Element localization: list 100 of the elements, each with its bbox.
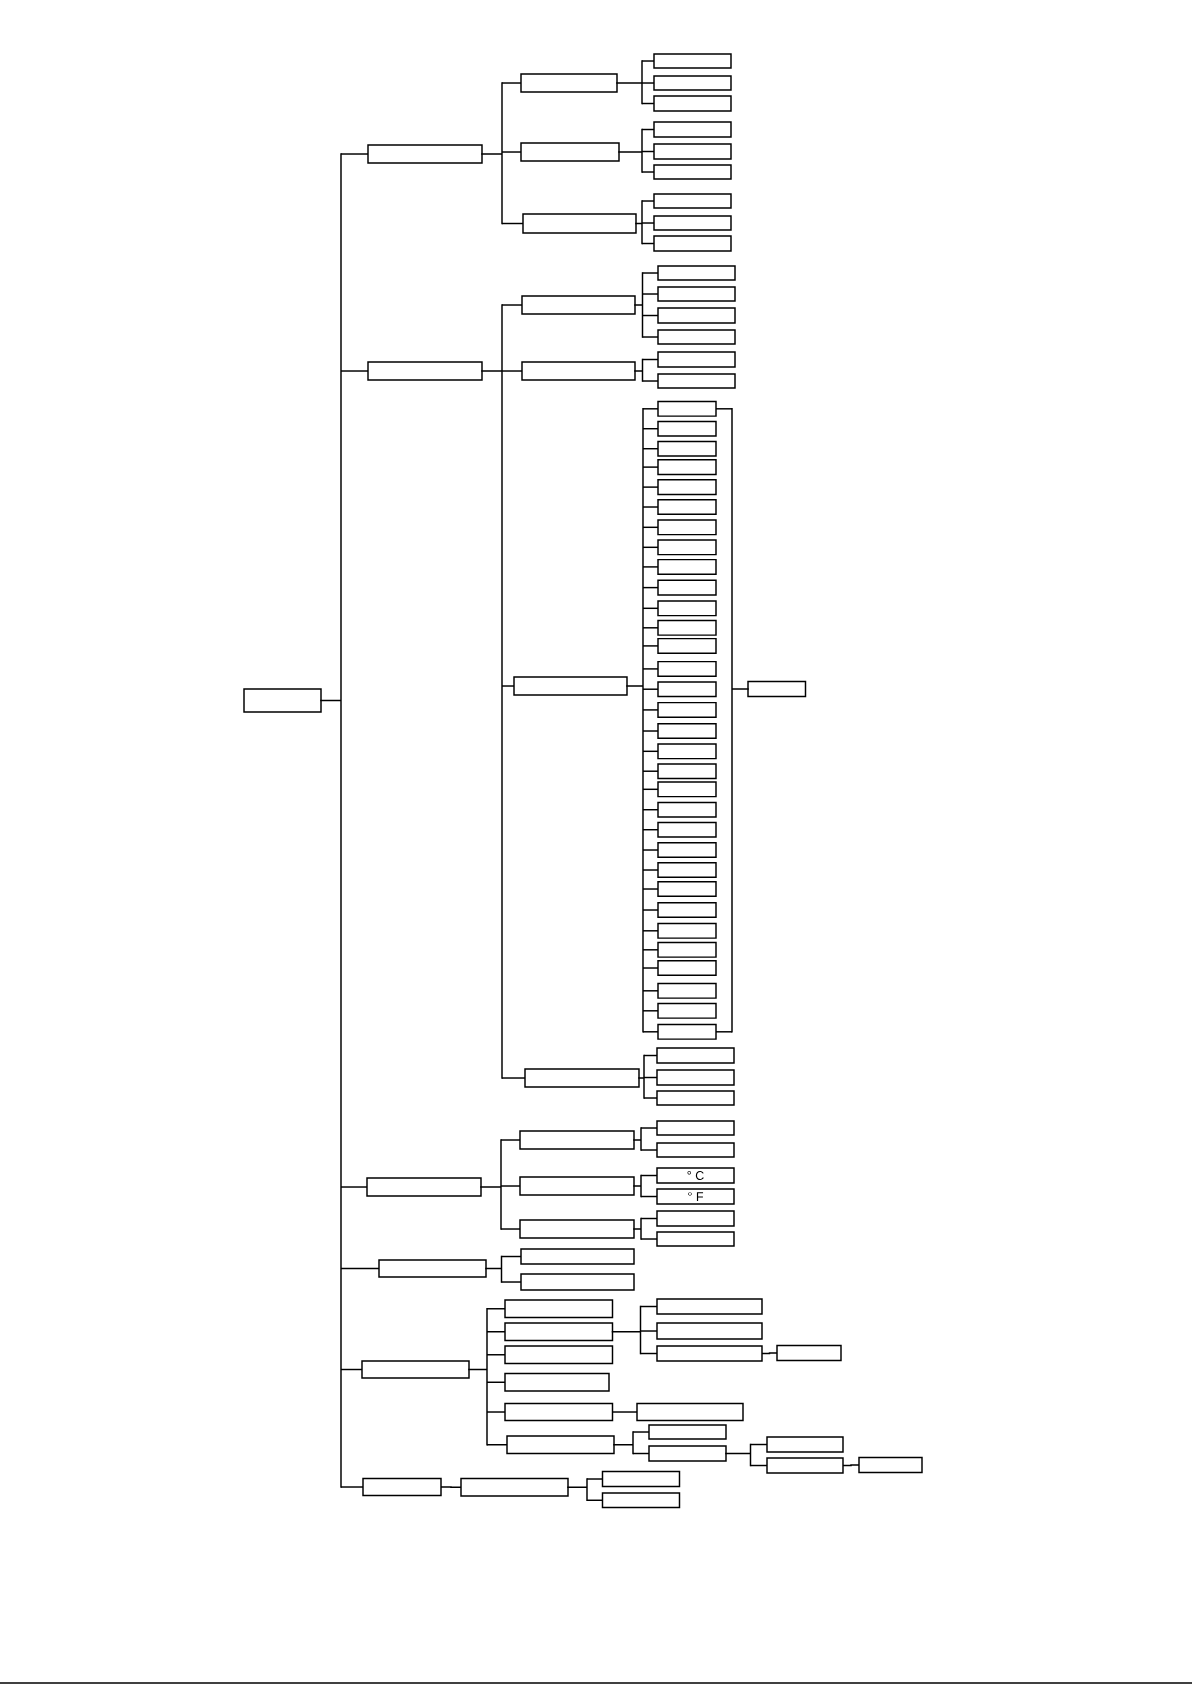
connector-line [340, 1186, 368, 1188]
empty-box [657, 701, 717, 718]
empty-box [636, 1402, 744, 1422]
connector-line [642, 808, 659, 811]
connector-line [320, 153, 342, 1488]
empty-box [657, 498, 717, 516]
empty-box [657, 440, 717, 457]
connector-line [642, 586, 659, 589]
empty-box [519, 1176, 635, 1196]
empty-box [524, 1068, 640, 1088]
empty-box [657, 619, 717, 636]
empty-box [653, 121, 732, 138]
empty-box [657, 959, 717, 977]
connector-line [642, 627, 659, 629]
connector-line [486, 1411, 506, 1413]
empty-box [519, 1130, 635, 1150]
connector-line [640, 1238, 658, 1240]
empty-box [766, 1436, 844, 1453]
connector-line [641, 82, 655, 84]
connector-line [340, 1486, 364, 1488]
connector-line [642, 506, 659, 508]
connector-line [641, 336, 659, 338]
empty-box [657, 861, 717, 879]
connector-line [642, 869, 659, 871]
connector-line [715, 1031, 733, 1033]
connector-line [616, 60, 643, 105]
empty-box [519, 1219, 635, 1239]
connector-line [633, 1174, 642, 1198]
empty-box [657, 600, 717, 617]
empty-box [657, 265, 736, 281]
empty-box [653, 215, 732, 231]
empty-box [601, 1470, 681, 1488]
empty-box [520, 73, 618, 93]
connector-line [639, 1330, 658, 1332]
empty-box [656, 1231, 735, 1247]
empty-box [657, 579, 717, 596]
connector-line [641, 171, 655, 173]
connector-line [501, 222, 524, 225]
connector-line [481, 82, 503, 225]
connector-line [642, 566, 659, 568]
empty-box [657, 1023, 717, 1040]
connector-line [641, 380, 659, 382]
empty-box [657, 539, 717, 556]
connector-line [501, 1077, 526, 1079]
connector-line [641, 150, 655, 153]
empty-box [504, 1372, 610, 1392]
connector-line [500, 1281, 522, 1283]
connector-line [440, 1486, 462, 1488]
empty-box [656, 1298, 763, 1315]
connector-line [642, 909, 659, 911]
empty-box [657, 901, 717, 919]
connector-line [642, 427, 659, 430]
connector-line [639, 1352, 658, 1355]
connector-line [611, 1411, 638, 1413]
empty-box [657, 722, 717, 740]
connector-line [641, 242, 655, 245]
connector-line [642, 788, 659, 791]
connector-line [340, 153, 369, 155]
empty-box [657, 519, 717, 536]
empty-box [513, 676, 628, 696]
empty-box [766, 1457, 844, 1474]
connector-line [633, 1217, 642, 1240]
connector-line [501, 82, 522, 84]
empty-box [657, 681, 717, 698]
connector-line [842, 1464, 860, 1467]
empty-box [520, 1273, 635, 1291]
connector-line [642, 1031, 659, 1033]
connector-line [725, 1443, 752, 1467]
connector-line [715, 408, 733, 410]
connector-line [761, 1352, 778, 1355]
connector-line [501, 370, 523, 372]
connector-line [641, 60, 655, 62]
connector-line [501, 304, 523, 306]
connector-line [641, 293, 659, 295]
unit-box: ° F [656, 1188, 735, 1205]
connector-line [486, 1331, 506, 1333]
connector-line [642, 967, 659, 969]
empty-box [657, 286, 736, 302]
empty-box [657, 351, 736, 368]
empty-box [657, 329, 736, 345]
empty-box [657, 781, 717, 798]
connector-line [500, 1185, 521, 1187]
connector-line [641, 200, 655, 202]
empty-box [366, 1177, 482, 1197]
empty-box [657, 922, 717, 939]
connector-line [626, 408, 644, 1033]
connector-line [340, 1368, 363, 1371]
empty-box [657, 479, 717, 496]
empty-box [504, 1322, 614, 1342]
empty-box [656, 1120, 735, 1136]
connector-line [632, 1452, 650, 1455]
connector-line [643, 1097, 658, 1099]
empty-box [653, 164, 732, 180]
connector-line [642, 750, 659, 753]
empty-box [656, 1047, 735, 1064]
empty-box [243, 688, 322, 713]
connector-line [642, 688, 659, 690]
empty-box [656, 1322, 763, 1340]
connector-line [642, 709, 659, 711]
connector-line [641, 128, 655, 131]
